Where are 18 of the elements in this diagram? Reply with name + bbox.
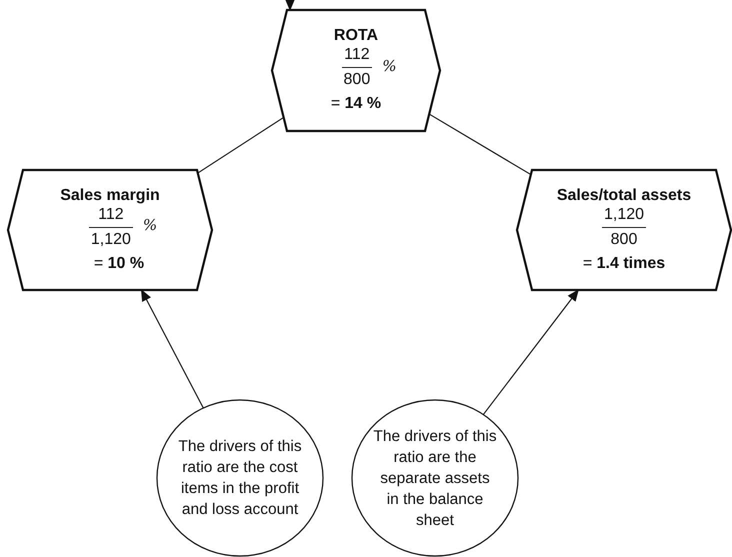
ratio-title: Sales margin [60,186,160,204]
fraction: 112 1,120 [88,204,133,250]
ratio-title: Sales/total assets [556,186,692,204]
connector-line [428,114,532,176]
ratio-result: = 1.4 times [582,254,666,274]
ratio-result: = 14 % [330,94,382,114]
arrow [482,289,579,415]
connector-line [197,116,284,174]
ratio-title: ROTA [334,26,378,45]
note-text: The drivers of this ratio are the separate assets in the balance sheet [373,426,497,530]
fraction: 112 800 [342,45,372,90]
percent-sign: % [382,56,396,74]
note-text: The drivers of this ratio are the cost items in the profit and loss account [178,437,302,520]
arrow [285,0,295,11]
fraction: 1,120 800 [602,204,646,250]
percent-sign: % [142,216,158,234]
arrow [140,289,204,408]
ratio-result: = 10 % [94,254,144,274]
